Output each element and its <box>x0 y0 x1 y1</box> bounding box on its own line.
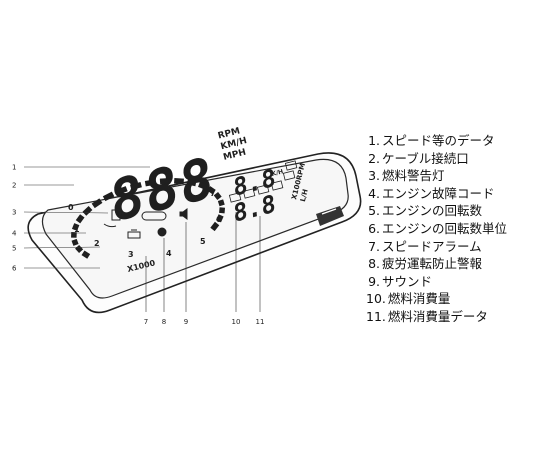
gauge-segment <box>210 221 220 232</box>
hud-device <box>27 152 362 314</box>
gauge-segment <box>115 186 128 196</box>
speed-alarm-icon <box>141 211 167 221</box>
gauge-tick-7: 7 <box>210 189 216 198</box>
gauge-segment <box>81 250 91 259</box>
legend-item-label: 燃料警告灯 <box>382 168 445 184</box>
gauge-tick-2: 2 <box>94 239 100 248</box>
callout-number-bottom: 10 <box>232 318 241 326</box>
gauge-tick-0: 0 <box>68 203 74 212</box>
legend-item: 3.燃料警告灯 <box>366 167 507 185</box>
gauge-tick-6: 6 <box>216 215 222 224</box>
gauge-tick-5: 5 <box>200 237 206 246</box>
legend-item: 7.スピードアラーム <box>366 238 507 256</box>
gauge-segment <box>75 214 85 224</box>
legend-item: 2.ケーブル接続口 <box>366 150 507 168</box>
legend-item-number: 7. <box>368 238 380 254</box>
gauge-segment <box>129 181 142 191</box>
callout-number-bottom: 8 <box>162 318 166 326</box>
legend-item-label: エンジンの回転数単位 <box>382 220 508 236</box>
gauge-tick-4: 4 <box>166 249 172 258</box>
engine-fault-icon <box>127 229 141 239</box>
legend-item-label: ケーブル接続口 <box>382 150 469 166</box>
indicator-box-1 <box>228 192 242 203</box>
legend-item-number: 1. <box>368 133 380 148</box>
legend-item-number: 2. <box>368 150 380 166</box>
callout-number-bottom: 7 <box>144 318 148 326</box>
gauge-segment <box>186 179 197 187</box>
rpm-units: K/H <box>271 168 284 178</box>
gauge-tick-labels: 0 1 2 3 4 5 6 7 <box>68 189 222 259</box>
legend-item: 5.エンジンの回転数 <box>366 202 507 220</box>
legend-item-number: 8. <box>368 256 380 272</box>
legend-item-label: スピード等のデータ <box>382 133 495 148</box>
gauge-segment <box>71 238 79 246</box>
callout-number-left: 2 <box>12 182 16 190</box>
gauge-segment <box>102 191 115 202</box>
legend-item: 11.燃料消費量データ <box>366 308 507 326</box>
legend-item: 8.疲労運転防止警報 <box>366 255 507 273</box>
callout-number-bottom: 9 <box>184 318 188 326</box>
fuel-unit-lh: L/H <box>299 188 310 203</box>
gauge-segment <box>91 198 103 209</box>
callout-number-left: 3 <box>12 209 16 217</box>
indicator-box-6 <box>282 170 296 181</box>
fatigue-warning-icon <box>157 227 167 237</box>
inner-icons <box>103 208 188 239</box>
legend-item: 4.エンジン故障コード <box>366 185 507 203</box>
callout-number-bottom: 11 <box>256 318 265 326</box>
sound-icon <box>179 208 188 220</box>
indicator-icons <box>228 160 298 203</box>
legend-item: 1.スピード等のデータ <box>366 132 507 150</box>
legend-item-number: 3. <box>368 168 380 184</box>
legend-item-label: エンジンの回転数 <box>382 203 483 219</box>
legend-item-number: 4. <box>368 185 380 201</box>
rpm-unit-icon <box>103 223 117 228</box>
callout-leader-line <box>23 211 109 214</box>
legend-item-number: 10. <box>366 291 386 307</box>
indicator-box-4 <box>270 180 284 191</box>
legend-item-label: サウンド <box>382 273 433 289</box>
gauge-segment <box>217 199 225 207</box>
legend-item-label: 燃料消費量データ <box>387 308 488 324</box>
legend-item: 9.サウンド <box>366 273 507 291</box>
gauge-segment <box>198 181 208 190</box>
legend-item: 6.エンジンの回転数単位 <box>366 220 507 238</box>
legend-item-number: 5. <box>368 203 380 219</box>
gauge-segment <box>215 214 224 223</box>
gauge-tick-1: 1 <box>74 225 80 234</box>
callout-leader-line <box>23 246 101 249</box>
legend-item-number: 6. <box>368 220 380 236</box>
gauge-segment <box>71 223 80 231</box>
gauge-segment <box>174 178 184 185</box>
gauge-segment <box>219 207 226 214</box>
callout-number-left: 4 <box>12 230 17 238</box>
rpm-gauge <box>71 178 226 259</box>
legend-item-label: 疲労運転防止警報 <box>382 256 483 272</box>
legend-item-label: 燃料消費量 <box>387 291 451 307</box>
indicator-box-2 <box>242 188 256 199</box>
callout-number-left: 6 <box>12 265 17 273</box>
gauge-segment <box>207 186 216 195</box>
legend-item-number: 11. <box>366 308 386 324</box>
gauge-segment <box>213 192 222 200</box>
callout-number-left: 1 <box>12 164 16 172</box>
callout-number-left: 5 <box>12 245 16 253</box>
cable-port <box>316 206 344 226</box>
legend-item-label: エンジン故障コード <box>382 185 495 201</box>
gauge-segment <box>144 179 157 187</box>
indicator-box-3 <box>256 184 270 195</box>
gauge-tick-3: 3 <box>128 250 134 259</box>
indicator-box-5 <box>284 160 298 171</box>
legend-item: 10.燃料消費量 <box>366 290 507 308</box>
legend-item-number: 9. <box>368 273 380 289</box>
fuel-warning-icon <box>111 209 124 221</box>
rpm-unit-kh: K/H <box>271 168 284 178</box>
gauge-segment <box>159 178 171 185</box>
speed-units: MPH KM/H RPM <box>217 126 248 162</box>
legend-item-label: スピードアラーム <box>382 238 482 254</box>
